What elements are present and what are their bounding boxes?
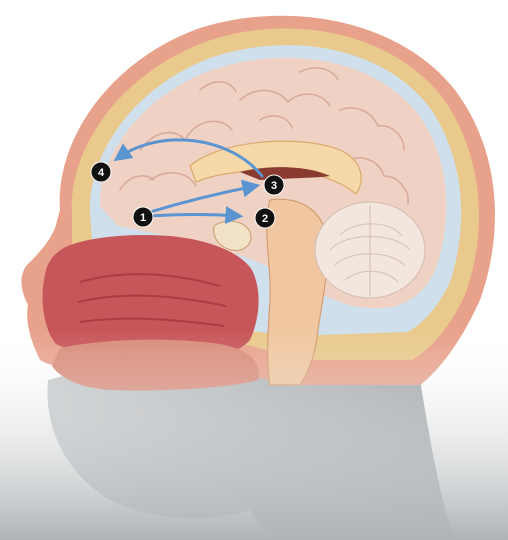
svg-text:2: 2	[262, 213, 268, 225]
svg-text:3: 3	[271, 180, 277, 192]
marker-3: 3	[264, 175, 284, 195]
svg-text:4: 4	[98, 167, 105, 179]
lower-fade	[0, 330, 508, 540]
cerebellum	[315, 202, 425, 298]
marker-2: 2	[255, 208, 275, 228]
marker-4: 4	[91, 162, 111, 182]
arrow-to-2	[150, 215, 238, 217]
marker-1: 1	[133, 207, 153, 227]
svg-text:1: 1	[140, 212, 146, 224]
